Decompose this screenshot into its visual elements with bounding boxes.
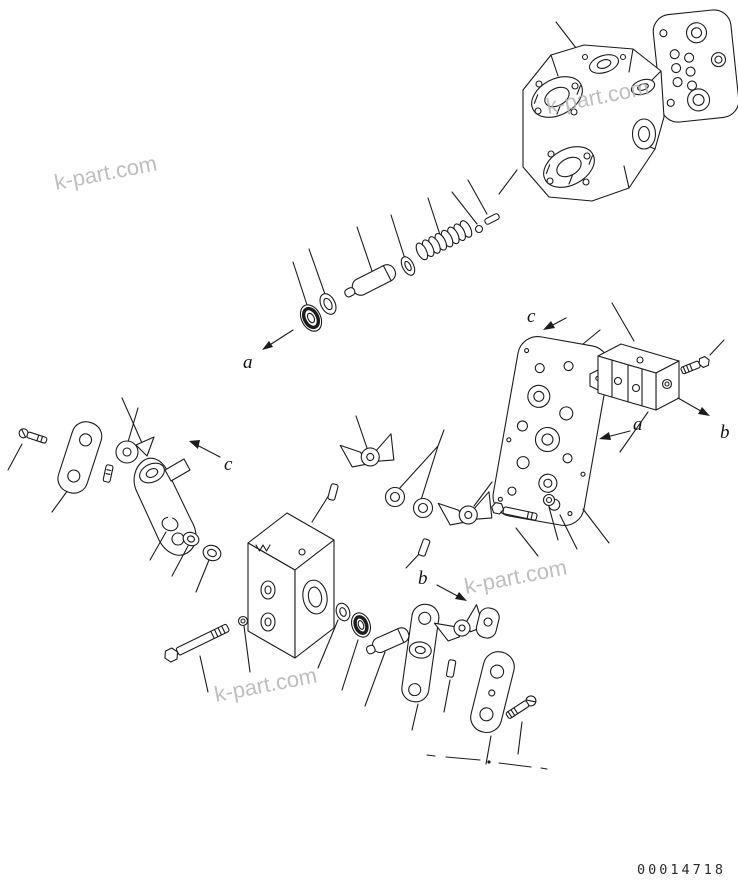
link-plate-left	[57, 421, 103, 494]
snap-ring	[161, 515, 179, 532]
small-screw-left	[18, 428, 48, 444]
pin-center-right	[417, 538, 431, 557]
center-cam-parts	[311, 415, 493, 569]
callout-b-center: b	[418, 568, 467, 601]
callout-b-center-label: b	[418, 568, 428, 589]
bushing-upper	[384, 486, 406, 508]
callout-c-right-label: c	[527, 306, 536, 327]
piston-spool-bottom	[365, 627, 410, 655]
drawing-number: 00014718	[637, 862, 726, 878]
gasket-bolt-and-washer	[491, 493, 559, 557]
callout-c-right: c	[527, 306, 567, 330]
pilot-valve-block: b	[589, 339, 730, 453]
valve-spool	[344, 264, 397, 298]
cam-stopper-left	[115, 436, 155, 464]
washer-left	[182, 531, 200, 547]
spool-spring-parts-chain: a	[243, 169, 518, 373]
callout-a-right: a	[599, 414, 643, 440]
watermark-top-left: k-part.com	[52, 151, 159, 195]
bushing-left	[202, 544, 222, 562]
callout-c-center: c	[189, 440, 233, 475]
main-valve-body	[522, 44, 665, 202]
callout-a-upper: a	[243, 329, 294, 373]
long-hex-bolt	[164, 623, 230, 663]
pin-center-left	[327, 483, 339, 501]
small-washer	[542, 493, 556, 507]
detent-pin	[484, 213, 500, 225]
washer-bottom	[335, 602, 351, 622]
pin-left	[102, 464, 114, 483]
hex-bolt	[491, 502, 538, 521]
callout-b-right: b	[677, 397, 730, 443]
small-screw-right	[505, 695, 537, 719]
bottom-linkage-assembly: b	[317, 568, 537, 765]
spring	[415, 220, 473, 261]
seal-ring	[319, 293, 337, 315]
clevis-link-bottom	[475, 607, 500, 639]
end-cover-plate	[652, 9, 738, 123]
bushing-lower	[412, 497, 434, 519]
lever-right	[401, 603, 440, 703]
bearing-ring	[299, 304, 323, 332]
callout-b-right-label: b	[720, 422, 730, 443]
cam-plate-upper	[339, 433, 395, 468]
bearing-bottom	[350, 612, 372, 638]
bolt-washer	[237, 615, 249, 627]
lever-left	[133, 457, 197, 556]
link-plate-right	[470, 651, 515, 734]
center-valve-body	[164, 512, 335, 693]
pin-bottom	[445, 659, 457, 678]
watermark-bottom-left: k-part.com	[212, 663, 319, 707]
callout-a-right-label: a	[633, 414, 643, 435]
cam-plate-lower	[437, 491, 493, 526]
watermark-middle-right: k-part.com	[462, 555, 569, 599]
left-linkage-assembly: c	[7, 397, 233, 593]
spring-seat-washer	[400, 256, 416, 276]
callout-c-center-label: c	[224, 454, 233, 475]
bottom-cut-line	[426, 754, 548, 770]
callout-a-upper-label: a	[243, 352, 253, 373]
block-mounting-bolt	[680, 356, 710, 375]
detent-ball	[474, 224, 484, 234]
